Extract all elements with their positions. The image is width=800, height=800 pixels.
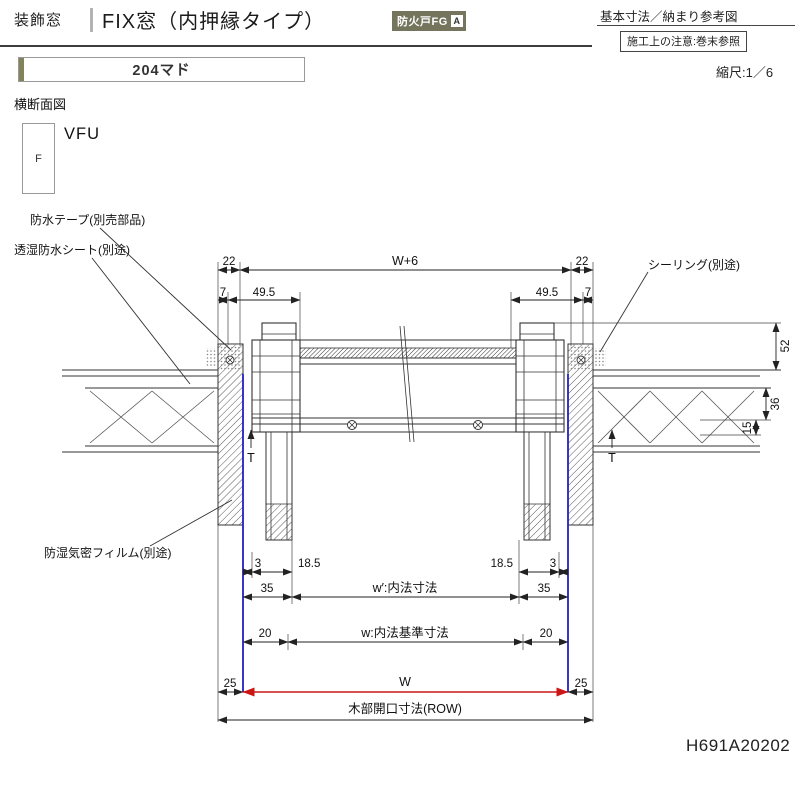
fireproof-badge: 防火戸FG A bbox=[392, 11, 466, 31]
dimension-top: 22 W+6 22 7 49.5 49.5 7 bbox=[217, 254, 594, 348]
dim-495-left: 49.5 bbox=[253, 287, 275, 299]
dim-22-right: 22 bbox=[576, 256, 589, 268]
dim-3-right: 3 bbox=[550, 558, 556, 570]
fireproof-badge-label: 防火戸FG bbox=[397, 16, 448, 28]
wood-stud-left bbox=[217, 343, 244, 526]
model-size-label: 204マド bbox=[132, 63, 191, 79]
dim-w-plus-6: W+6 bbox=[392, 254, 418, 268]
dim-35-right: 35 bbox=[538, 583, 551, 595]
wall-left bbox=[62, 369, 218, 453]
dim-36: 36 bbox=[770, 398, 782, 411]
header-divider bbox=[90, 8, 93, 32]
dim-25-left: 25 bbox=[224, 678, 237, 690]
dim-20-right: 20 bbox=[540, 628, 553, 640]
dim-495-right: 49.5 bbox=[536, 287, 558, 299]
dim-185-left: 18.5 bbox=[298, 558, 320, 570]
sealing-right bbox=[594, 348, 606, 366]
dim-w-total: W bbox=[399, 675, 411, 689]
scale-label: 縮尺:1／6 bbox=[716, 65, 774, 80]
spec-title-rule bbox=[597, 25, 795, 26]
window-frame bbox=[251, 322, 565, 443]
dim-15: 15 bbox=[742, 422, 754, 435]
interior-trim-right bbox=[523, 431, 551, 541]
fireproof-badge-mark: A bbox=[450, 15, 463, 27]
sealing-left bbox=[205, 348, 217, 366]
callout-waterproof-tape: 防水テープ(別売部品) bbox=[30, 213, 146, 227]
dim-52: 52 bbox=[780, 340, 792, 353]
dim-t-right: T bbox=[608, 451, 616, 465]
glazing-gasket bbox=[299, 347, 517, 359]
dim-22-left: 22 bbox=[223, 256, 236, 268]
dim-t-left: T bbox=[247, 451, 255, 465]
dim-35-left: 35 bbox=[261, 583, 274, 595]
wall-right bbox=[593, 369, 781, 453]
screw-icon bbox=[225, 355, 586, 365]
dimension-right: 52 36 15 bbox=[554, 322, 792, 436]
drawing-number: H691A20202 bbox=[686, 736, 791, 755]
dim-row: 木部開口寸法(ROW) bbox=[348, 701, 462, 716]
dim-w-base: w:内法基準寸法 bbox=[360, 625, 449, 640]
frame-symbol-box: F bbox=[22, 123, 55, 194]
frame-code-label: VFU bbox=[64, 125, 100, 143]
dim-25-right: 25 bbox=[575, 678, 588, 690]
page-title: FIX窓（内押縁タイプ） bbox=[102, 11, 326, 33]
interior-trim-left bbox=[265, 431, 293, 541]
model-size-box: 204マド bbox=[18, 57, 305, 82]
dimension-t: T T bbox=[247, 429, 616, 465]
dim-3-left: 3 bbox=[255, 558, 261, 570]
header-rule bbox=[0, 45, 592, 47]
leader-lines bbox=[91, 227, 649, 547]
dimension-bottom: 3 18.5 18.5 3 35 w′:内法寸法 35 20 w:内法基準寸法 … bbox=[217, 525, 594, 724]
spec-title: 基本寸法／納まり参考図 bbox=[600, 10, 738, 24]
model-size-accent-bar bbox=[19, 58, 24, 81]
category-label: 装飾窓 bbox=[14, 12, 63, 29]
callout-sealing: シーリング(別途) bbox=[648, 258, 740, 272]
dim-7-left: 7 bbox=[220, 287, 226, 299]
callout-moisture-sheet: 透湿防水シート(別途) bbox=[14, 243, 130, 257]
dim-20-left: 20 bbox=[259, 628, 272, 640]
dim-w-inner: w′:内法寸法 bbox=[372, 581, 438, 595]
callout-moisture-film: 防湿気密フィルム(別途) bbox=[44, 546, 172, 560]
construction-note-box: 施工上の注意:巻末参照 bbox=[620, 31, 748, 52]
dim-7-right: 7 bbox=[585, 287, 591, 299]
section-view-label: 横断面図 bbox=[14, 97, 67, 112]
wood-stud-right bbox=[567, 343, 594, 526]
dim-185-right: 18.5 bbox=[491, 558, 513, 570]
